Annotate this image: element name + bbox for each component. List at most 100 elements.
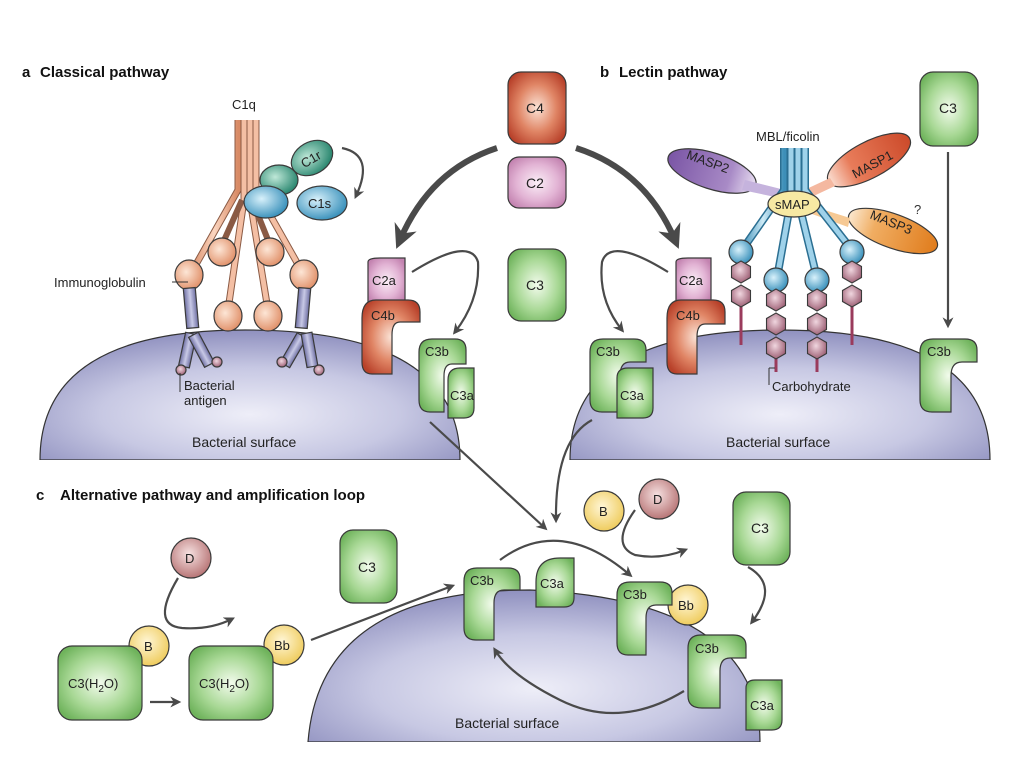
c3h2o-2	[188, 645, 274, 721]
masp2	[667, 148, 757, 194]
c3b-lectin-right: C3b	[919, 338, 978, 413]
factor-d-right: D	[638, 478, 680, 520]
c3b-binds-b-arrow	[499, 539, 633, 578]
c3h2o-2-label: C3(H2O)	[199, 676, 249, 695]
c3a-classical-label: C3a	[450, 388, 475, 403]
c3a-lectin	[616, 367, 654, 419]
c3b-convertase-label: C3b	[623, 587, 647, 602]
factor-b-right-label: B	[599, 504, 608, 519]
c2a-classical-label: C2a	[372, 273, 397, 288]
sugar-hexagon	[806, 336, 828, 360]
panel-a-heading: Classical pathway	[40, 64, 170, 81]
c1r	[290, 139, 334, 177]
antigen-label-line2: antigen	[184, 393, 227, 408]
sugar-hexagon	[841, 260, 863, 284]
c3a-classical	[447, 367, 475, 419]
panel-b-title: b Lectin pathway	[600, 64, 728, 81]
c3-lectin-label: C3	[939, 100, 957, 116]
c1s	[296, 185, 348, 221]
c3-protein-lectin: C3	[919, 71, 979, 147]
c2-label: C2	[526, 175, 544, 191]
c3b-lectin-right-label: C3b	[927, 344, 951, 359]
mbl-ficolin-label: MBL/ficolin	[756, 129, 820, 144]
sugar-hexagon	[765, 336, 787, 360]
sugar-hexagon	[730, 260, 752, 284]
factor-bb-left	[263, 624, 305, 666]
panel-b-letter: b	[600, 64, 609, 81]
c3b-c3a-classical: C3b C3a	[418, 338, 475, 419]
sugar-hexagon	[806, 312, 828, 336]
c1q-label: C1q	[232, 97, 256, 112]
surface-label-classical: Bacterial surface	[192, 434, 296, 450]
immunoglobulin-right	[276, 286, 325, 376]
lectin-c3b-to-loop-arrow	[550, 419, 593, 524]
c2a-lectin-label: C2a	[679, 273, 704, 288]
smap	[767, 190, 821, 218]
c4b2a-cleaves-c3-arrow-lectin	[600, 250, 669, 333]
c3b-classical	[418, 338, 467, 413]
c3-right-label: C3	[751, 520, 769, 536]
c4-c2-to-classical-arrow	[394, 145, 498, 249]
c3b-convertase	[616, 581, 673, 656]
c1q-head	[207, 237, 237, 267]
c3-right-alternative: C3	[732, 491, 791, 566]
c2-protein: C2	[507, 156, 567, 209]
factor-b-left-label: B	[144, 639, 153, 654]
surface-label-alternative: Bacterial surface	[455, 715, 559, 731]
factor-bb-left-label: Bb	[274, 638, 290, 653]
factor-d-left-label: D	[185, 551, 194, 566]
c1s-label: C1s	[308, 196, 332, 211]
c3-free-label: C3	[358, 559, 376, 575]
sugar-hexagon	[806, 288, 828, 312]
c3b-center-label: C3b	[470, 573, 494, 588]
panel-c-title: c Alternative pathway and amplification …	[36, 487, 365, 504]
mbl-ficolin-complex: MASP2 MASP1 MASP3 ? sMAP MBL/ficolin	[667, 129, 939, 293]
panel-c-letter: c	[36, 487, 44, 504]
c4-c2-to-lectin-arrow	[575, 145, 681, 249]
c3-center-label: C3	[526, 277, 544, 293]
c3b-classical-label: C3b	[425, 344, 449, 359]
factor-d-right-label: D	[653, 492, 662, 507]
panel-c-heading: Alternative pathway and amplification lo…	[60, 487, 365, 504]
c3a-lectin-label: C3a	[620, 388, 645, 403]
surface-label-lectin: Bacterial surface	[726, 434, 830, 450]
c4b-lectin-label: C4b	[676, 308, 700, 323]
factor-d-left: D	[170, 537, 212, 579]
c3h2o-b-complex: B C3(H2O)	[57, 625, 170, 721]
c2a-classical	[367, 257, 406, 305]
carbohydrate-label: Carbohydrate	[772, 379, 851, 394]
c3h2o-1	[57, 645, 143, 721]
c4b-c2a-complex-lectin: C2a C4b	[666, 257, 726, 375]
masp3	[847, 207, 939, 255]
c3b-center: C3b	[463, 567, 521, 641]
c2a-lectin	[675, 257, 712, 305]
factor-b-right: B	[583, 490, 625, 532]
c1r-activates-c1s-arrow	[341, 146, 365, 199]
sugar-hexagon	[765, 312, 787, 336]
c3b-new: C3b	[687, 634, 747, 709]
c1q-head	[255, 237, 285, 267]
d-cleaves-b-right-arrow	[621, 509, 689, 558]
sugar-hexagon	[841, 284, 863, 308]
c1q-head	[213, 300, 243, 332]
amplification-loop-arrow	[493, 647, 685, 715]
sugar-hexagon	[765, 288, 787, 312]
c1q-head	[174, 259, 204, 291]
antigen-label-line1: Bacterial	[184, 378, 235, 393]
c4-protein: C4	[507, 71, 567, 145]
c3b-lectin-label: C3b	[596, 344, 620, 359]
panel-b-heading: Lectin pathway	[619, 64, 728, 81]
immunoglobulin-left	[175, 286, 223, 376]
c3-convertase-surface: Bb C3b	[616, 581, 709, 656]
sugar-hexagon	[730, 284, 752, 308]
c3a-new-label: C3a	[750, 698, 775, 713]
c1q-stalks	[186, 120, 308, 311]
c3-free-alternative: C3	[339, 529, 398, 604]
c4b2a-cleaves-c3-arrow-classical	[411, 250, 480, 335]
smap-label: sMAP	[775, 197, 810, 212]
c3-protein-center: C3	[507, 248, 567, 322]
c1q-head	[253, 300, 283, 332]
c3-convertase-fluid-arrow	[310, 583, 456, 642]
c1s-inner	[243, 185, 289, 219]
c3a-new: C3a	[745, 679, 783, 731]
